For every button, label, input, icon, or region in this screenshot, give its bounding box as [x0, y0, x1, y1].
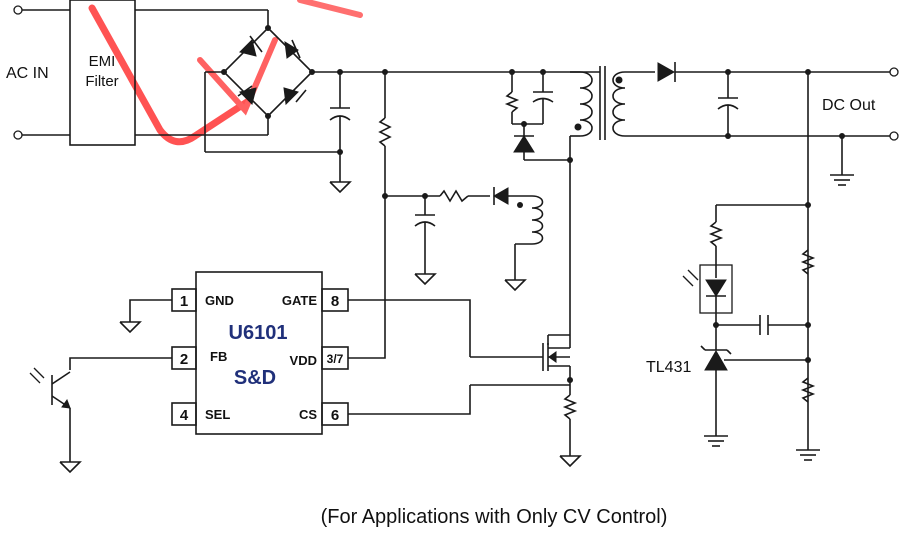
output-ground-icon	[830, 174, 854, 186]
aux-winding	[504, 195, 544, 292]
vdd-diode	[492, 187, 509, 205]
gnd-pin-ground-icon	[119, 321, 142, 334]
pin6-label: CS	[299, 407, 317, 422]
pin4-label: SEL	[205, 407, 230, 422]
output-capacitor	[717, 69, 739, 139]
tl431-label: TL431	[646, 359, 691, 376]
dc-out-terminal-pos	[889, 67, 899, 77]
emi-filter-box	[69, 0, 136, 146]
tl431-ground-icon	[704, 435, 728, 447]
startup-resistor	[378, 72, 392, 355]
bridge-rectifier	[221, 25, 315, 119]
snubber	[504, 72, 570, 161]
dc-out-terminal-neg	[889, 131, 899, 141]
primary-winding	[567, 71, 593, 335]
ic-brand: S&D	[234, 367, 276, 389]
caption: (For Applications with Only CV Control)	[321, 506, 668, 528]
mosfet	[470, 334, 573, 383]
pin2-label: FB	[210, 349, 227, 364]
opto-ground-icon	[59, 461, 82, 474]
divider-resistor-bottom	[800, 377, 816, 403]
ac-in-label: AC IN	[6, 65, 49, 82]
ground-icon	[329, 180, 352, 194]
pin37-label: VDD	[290, 353, 317, 368]
sense-ground-icon	[559, 455, 582, 468]
emi-label-1: EMI	[89, 53, 116, 70]
ac-input	[13, 5, 70, 140]
emi-label-2: Filter	[85, 73, 118, 90]
pin1-number: 1	[180, 293, 188, 310]
divider-ground-icon	[796, 449, 820, 461]
output-diode	[657, 62, 890, 82]
opto-led	[682, 264, 733, 314]
pin37-number: 3/7	[327, 352, 344, 366]
pin4-number: 4	[180, 407, 189, 424]
sense-resistor	[562, 394, 578, 420]
pin6-number: 6	[331, 407, 339, 424]
ic-part-number: U6101	[229, 322, 288, 344]
opto-resistor	[708, 221, 724, 247]
pin1-label: GND	[205, 293, 234, 308]
opto-transistor	[29, 367, 71, 462]
pin8-label: GATE	[282, 293, 317, 308]
dc-out-label: DC Out	[822, 97, 876, 114]
secondary-winding	[612, 71, 890, 137]
vdd-capacitor	[414, 196, 437, 286]
pin2-number: 2	[180, 351, 188, 368]
pin8-number: 8	[331, 293, 339, 310]
tl431-regulator	[700, 345, 811, 436]
bulk-capacitor	[329, 72, 351, 180]
watermark	[88, 0, 363, 146]
comp-capacitor	[716, 315, 811, 335]
vdd-resistor	[439, 189, 469, 203]
divider-resistor-top	[800, 249, 816, 275]
